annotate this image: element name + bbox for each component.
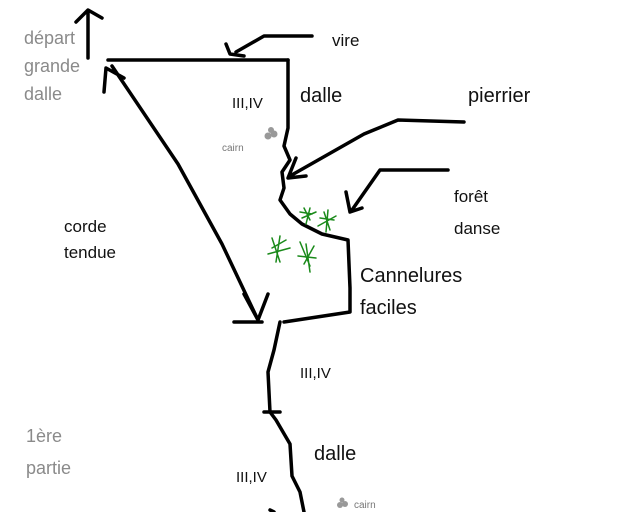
grade-top: III,IV [232, 95, 263, 112]
label-grande: grande [24, 56, 80, 76]
grade-mid: III,IV [300, 365, 331, 382]
label-foret: forêt [454, 187, 488, 206]
label-cairn-bottom: cairn [354, 500, 376, 511]
label-danse: danse [454, 219, 500, 238]
label-depart: départ [24, 28, 75, 48]
vegetation-trees [267, 207, 337, 273]
label-dalle-top: dalle [300, 85, 342, 107]
label-1ere: 1ère [26, 426, 62, 446]
foret-arrow [344, 168, 450, 214]
label-tendue: tendue [64, 243, 116, 262]
grade-bottom: III,IV [236, 469, 267, 486]
vire-arrow [224, 34, 314, 58]
label-cannelures: Cannelures [360, 265, 462, 287]
label-dalle-start: dalle [24, 84, 62, 104]
dalle-right-edge [278, 58, 352, 324]
label-corde: corde [64, 217, 107, 236]
start-up-arrow [74, 8, 104, 60]
label-dalle-bottom: dalle [314, 443, 356, 465]
pierrier-arrow [286, 118, 466, 180]
label-vire: vire [332, 31, 359, 50]
label-cairn-top: cairn [222, 143, 244, 154]
label-pierrier: pierrier [468, 85, 531, 107]
corde-tendue-line [102, 64, 270, 322]
cairn-icon-bottom [337, 497, 348, 508]
cairn-icon-top [264, 127, 278, 140]
lower-route-line [266, 320, 306, 512]
label-faciles: faciles [360, 297, 417, 319]
label-partie: partie [26, 458, 71, 478]
